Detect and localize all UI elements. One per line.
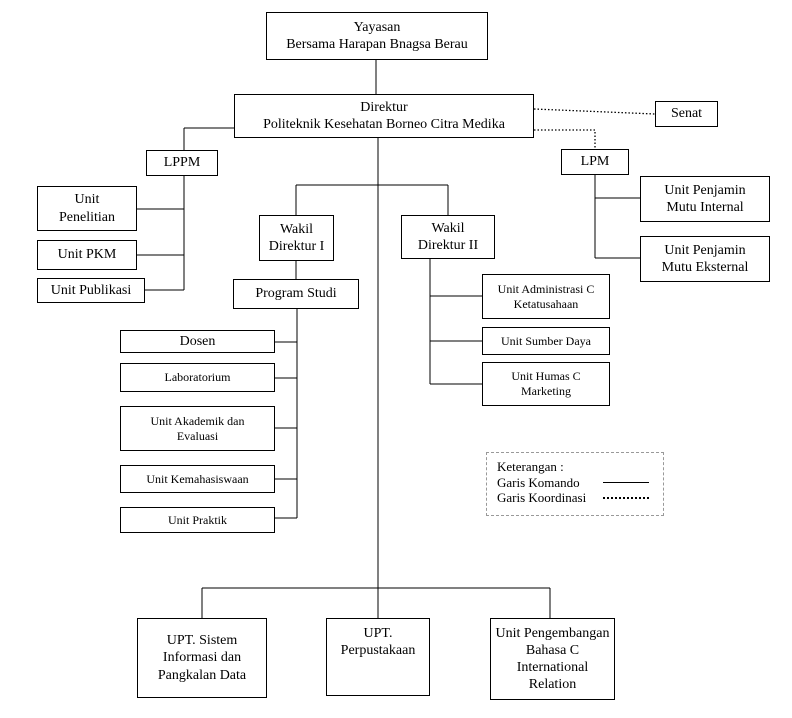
node-upt-sistem-informasi: UPT. Sistem Informasi dan Pangkalan Data (137, 618, 267, 698)
node-unit-pkm: Unit PKM (37, 240, 137, 270)
legend-coordination-label: Garis Koordinasi (497, 490, 587, 506)
node-laboratorium: Laboratorium (120, 363, 275, 392)
legend-box: Keterangan : Garis Komando Garis Koordin… (486, 452, 664, 516)
node-lpm: LPM (561, 149, 629, 175)
legend-command-label: Garis Komando (497, 474, 580, 490)
node-program-studi: Program Studi (233, 279, 359, 309)
legend-solid-line-sample (603, 481, 649, 483)
node-wakil-direktur-2: Wakil Direktur II (401, 215, 495, 259)
legend-command-row: Garis Komando (497, 475, 653, 491)
node-unit-kemahasiswaan: Unit Kemahasiswaan (120, 465, 275, 493)
node-lppm: LPPM (146, 150, 218, 176)
node-unit-penjamin-eksternal: Unit Penjamin Mutu Eksternal (640, 236, 770, 282)
node-yayasan: Yayasan Bersama Harapan Bnagsa Berau (266, 12, 488, 60)
node-wakil-direktur-1: Wakil Direktur I (259, 215, 334, 261)
node-unit-humas: Unit Humas C Marketing (482, 362, 610, 406)
node-dosen: Dosen (120, 330, 275, 353)
legend-title: Keterangan : (497, 459, 564, 474)
line-coordination-lpm (534, 129, 596, 149)
node-unit-penjamin-internal: Unit Penjamin Mutu Internal (640, 176, 770, 222)
node-unit-penelitian: Unit Penelitian (37, 186, 137, 231)
node-upt-perpustakaan: UPT. Perpustakaan (326, 618, 430, 696)
node-unit-administrasi: Unit Administrasi C Ketatusahaan (482, 274, 610, 319)
node-senat: Senat (655, 101, 718, 127)
node-unit-praktik: Unit Praktik (120, 507, 275, 533)
node-unit-publikasi: Unit Publikasi (37, 278, 145, 303)
node-unit-sumber-daya: Unit Sumber Daya (482, 327, 610, 355)
node-unit-pengembangan-bahasa: Unit Pengembangan Bahasa C International… (490, 618, 615, 700)
line-coordination-senat (533, 108, 656, 115)
node-unit-akademik: Unit Akademik dan Evaluasi (120, 406, 275, 451)
legend-dotted-line-sample (603, 496, 649, 499)
legend-coordination-row: Garis Koordinasi (497, 490, 653, 506)
node-direktur: Direktur Politeknik Kesehatan Borneo Cit… (234, 94, 534, 138)
